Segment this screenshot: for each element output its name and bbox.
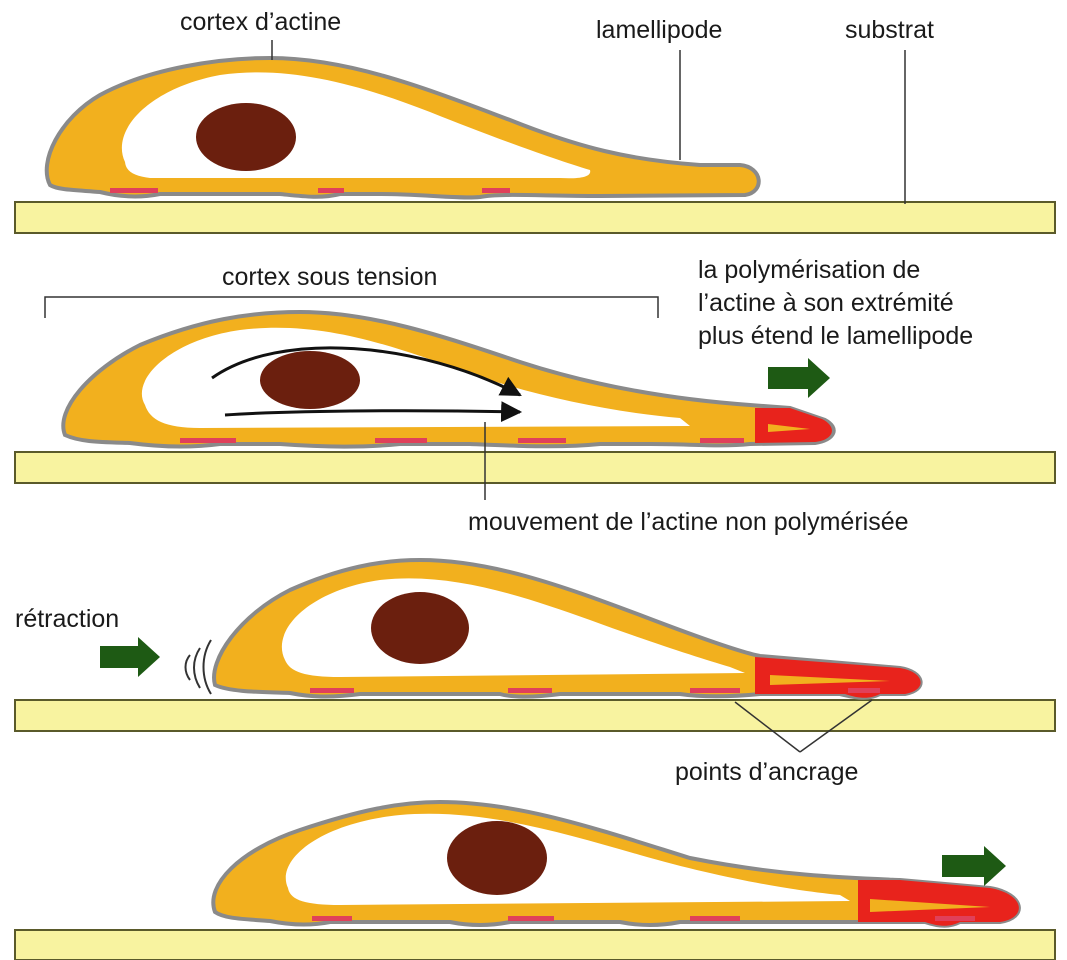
retraction-motion-marks bbox=[186, 640, 212, 694]
label-substrat: substrat bbox=[845, 14, 934, 47]
substrate-1 bbox=[15, 202, 1055, 233]
label-polymerisation-line-2: l’actine à son extrémité bbox=[698, 287, 1063, 320]
polymerizing-tip-2 bbox=[755, 408, 832, 443]
green-arrow-icon-4 bbox=[942, 846, 1006, 886]
label-retraction: rétraction bbox=[15, 603, 119, 636]
retraction-arrow-icon bbox=[100, 637, 160, 677]
substrate-4 bbox=[15, 930, 1055, 960]
label-points-ancrage: points d’ancrage bbox=[675, 756, 858, 789]
label-cortex-tension: cortex sous tension bbox=[222, 261, 437, 294]
nucleus-4 bbox=[447, 821, 547, 895]
substrate-3 bbox=[15, 700, 1055, 731]
label-polymerisation-line-1: la polymérisation de bbox=[698, 254, 1063, 287]
panel-4-new-position bbox=[15, 802, 1055, 960]
nucleus-3 bbox=[371, 592, 469, 664]
panel-1-resting-cell bbox=[15, 40, 1055, 233]
nucleus-1 bbox=[196, 103, 296, 171]
panel-3-retraction bbox=[15, 560, 1055, 752]
green-arrow-icon bbox=[768, 358, 830, 398]
nucleus-2 bbox=[260, 351, 360, 409]
substrate-2 bbox=[15, 452, 1055, 483]
label-mouvement: mouvement de l’actine non polymérisée bbox=[468, 506, 909, 539]
label-polymerisation-line-3: plus étend le lamellipode bbox=[698, 320, 1063, 353]
label-cortex-actine: cortex d’actine bbox=[180, 6, 341, 39]
label-polymerisation: la polymérisation de l’actine à son extr… bbox=[698, 254, 1063, 353]
label-lamellipode: lamellipode bbox=[596, 14, 722, 47]
